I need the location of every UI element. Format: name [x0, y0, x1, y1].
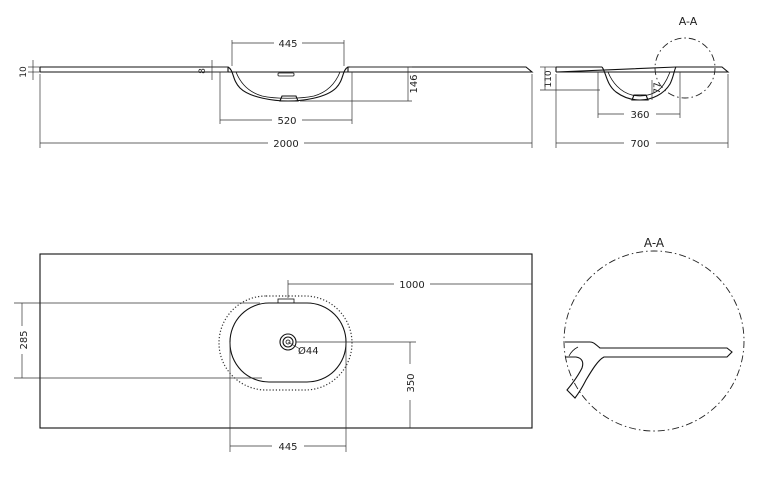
front-overflow-slot	[277, 72, 295, 77]
dim-side-total-width: 700	[630, 139, 649, 150]
detail-section-profile	[565, 341, 733, 399]
front-countertop	[40, 66, 534, 73]
plan-basin-inner	[229, 302, 347, 383]
detail-view: A-A	[563, 236, 745, 432]
plan-basin-outer	[218, 295, 353, 391]
dim-plan-drain-diameter: Ø44	[298, 345, 319, 357]
front-view: 445 10 8 146 520 2000	[19, 39, 534, 150]
plan-countertop-outline	[39, 253, 533, 429]
dim-side-drain-height: 77	[653, 82, 663, 93]
detail-circle	[563, 250, 745, 432]
dim-front-bowl-width: 520	[277, 116, 296, 127]
dim-front-left-thickness: 10	[19, 66, 29, 78]
plan-view: Ø44 1000 285 350 445	[14, 253, 533, 453]
dim-plan-bowl-length: 445	[278, 442, 297, 453]
dim-side-bowl-depth: 360	[630, 110, 649, 121]
dim-plan-center-offset: 1000	[399, 280, 424, 291]
dim-front-rim-thickness: 8	[198, 68, 208, 74]
dim-plan-bowl-depth: 350	[406, 373, 417, 392]
section-label: A-A	[679, 15, 698, 28]
section-circle	[654, 37, 716, 99]
side-countertop	[555, 66, 730, 73]
detail-label: A-A	[644, 236, 665, 250]
dim-front-total-length: 2000	[273, 139, 298, 150]
dim-side-thickness: 110	[544, 70, 554, 87]
dim-front-overflow-width: 445	[278, 39, 297, 50]
dim-plan-bowl-width: 285	[19, 330, 30, 349]
dim-front-basin-depth: 146	[409, 74, 420, 93]
plan-overflow	[277, 298, 295, 304]
side-view: A-A 110 77 360 700	[540, 15, 730, 150]
